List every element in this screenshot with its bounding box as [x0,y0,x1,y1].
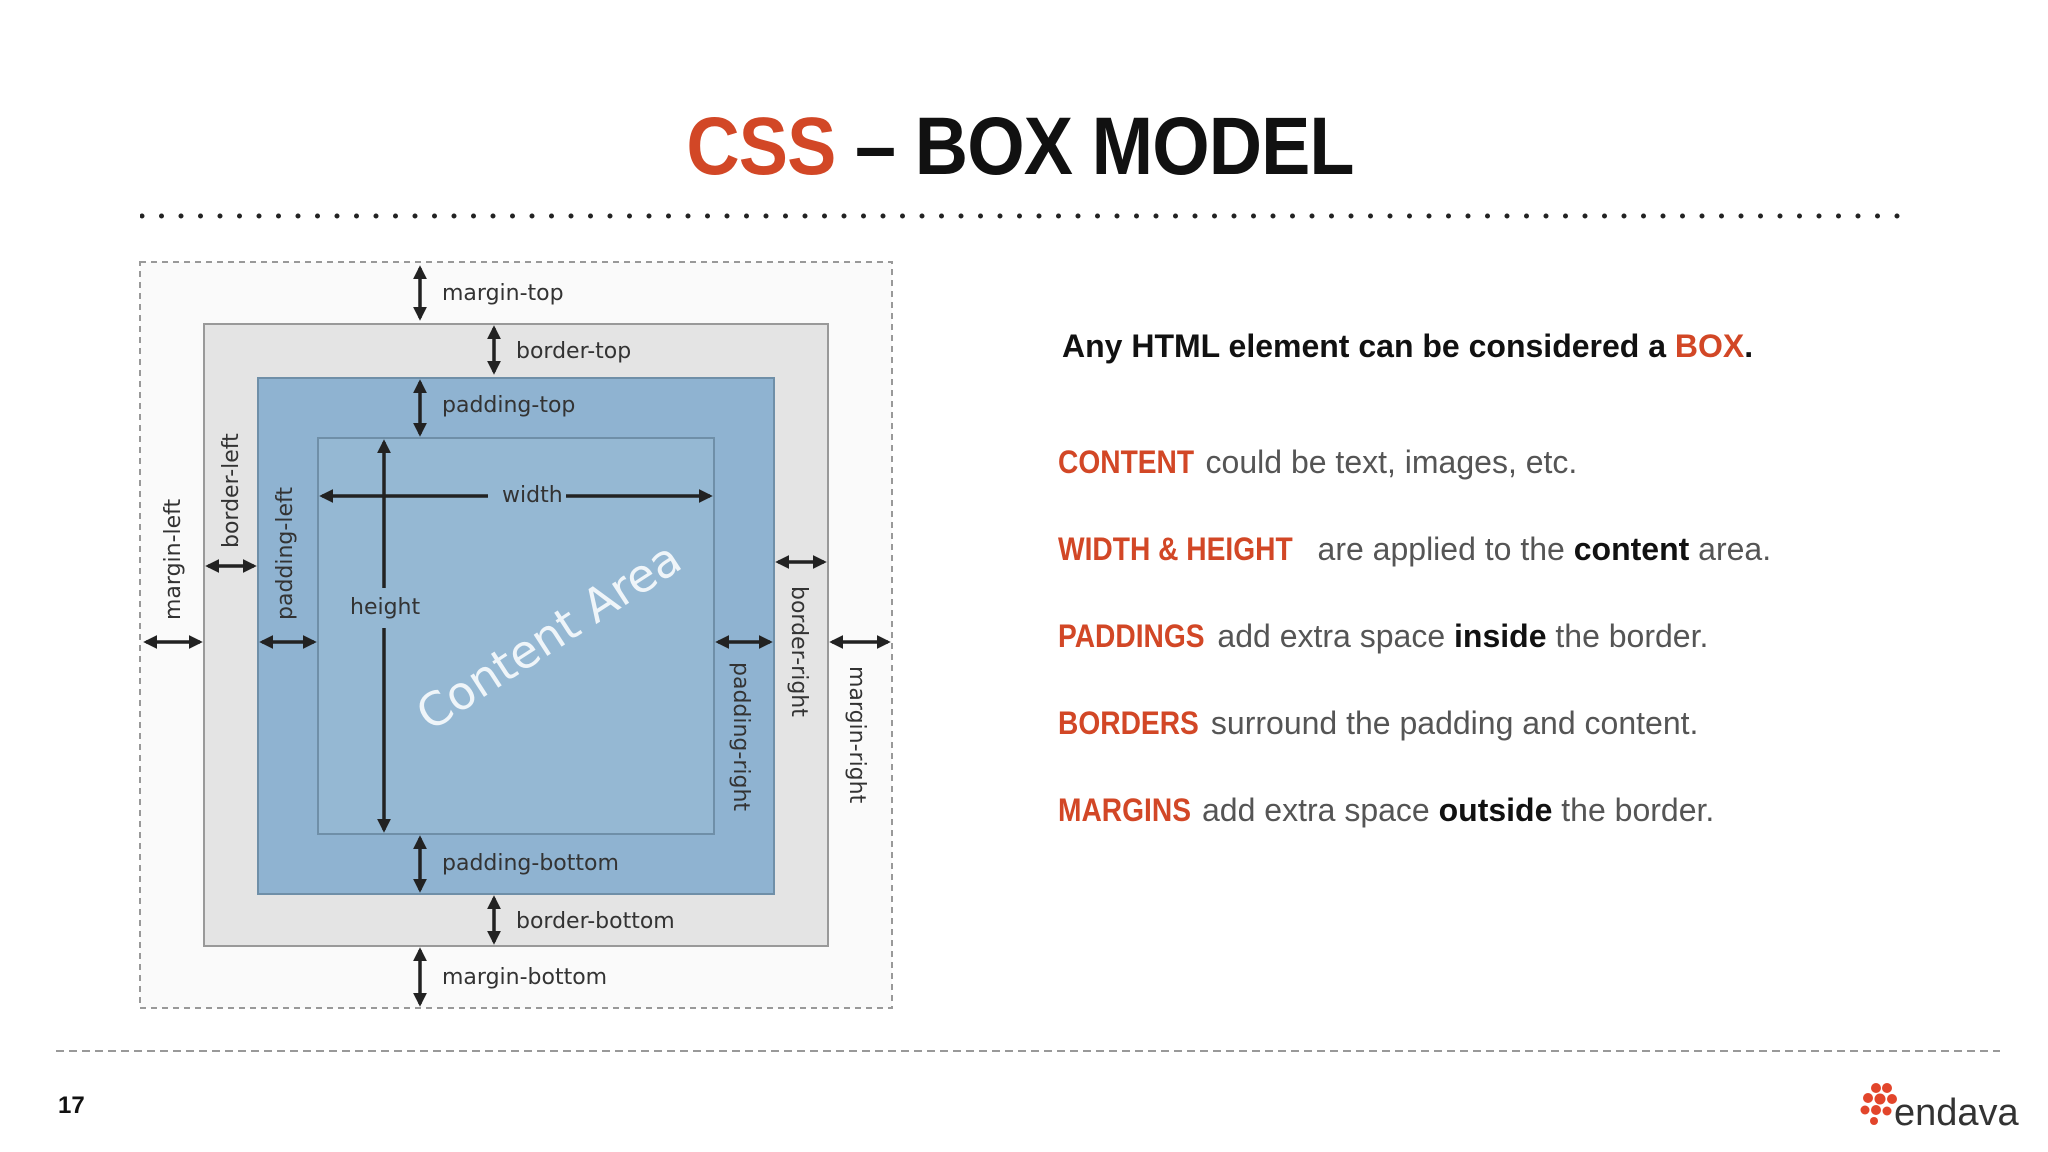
point-text: add extra space [1208,618,1455,654]
point-text: could be text, images, etc. [1196,444,1578,480]
point-borders: BORDERS surround the padding and content… [1058,705,1698,742]
label-padding-bottom: padding-bottom [442,851,619,876]
label-margin-bottom: margin-bottom [442,965,607,990]
label-padding-left: padding-left [273,487,298,620]
point-key: PADDINGS [1058,618,1205,654]
point-bold: inside [1454,618,1547,654]
point-width-height: WIDTH & HEIGHT are applied to the conten… [1058,531,1771,568]
label-margin-top: margin-top [442,281,564,306]
point-bold: content [1573,531,1690,567]
label-padding-right: padding-right [728,662,753,811]
point-bold: outside [1438,792,1553,828]
box-model-diagram: margin-top border-top padding-top width … [139,261,893,1009]
point-text: add extra space [1193,792,1439,828]
point-text: surround the padding and content. [1202,705,1699,741]
point-text: are applied to the [1308,531,1574,567]
point-end: the border. [1546,618,1709,654]
point-end: area. [1689,531,1772,567]
footer-divider [56,1050,2000,1052]
point-paddings: PADDINGS add extra space inside the bord… [1058,618,1708,655]
label-border-top: border-top [516,339,631,364]
label-height: height [350,595,420,620]
label-margin-right: margin-right [844,666,869,804]
point-key: WIDTH & HEIGHT [1058,531,1293,567]
point-content: CONTENT could be text, images, etc. [1058,444,1577,481]
label-padding-top: padding-top [442,393,575,418]
point-key: MARGINS [1058,792,1191,828]
label-width: width [502,483,563,508]
dotted-divider [140,213,1912,219]
endava-logo-text: endava [1894,1092,2019,1134]
point-key: CONTENT [1058,444,1195,480]
title-highlight: CSS [686,101,836,192]
label-margin-left: margin-left [161,498,186,620]
intro-statement: Any HTML element can be considered a BOX… [1062,328,1753,365]
intro-text: Any HTML element can be considered a [1062,328,1675,364]
point-key: BORDERS [1058,705,1199,741]
title-rest: – BOX MODEL [835,101,1354,192]
label-border-bottom: border-bottom [516,909,675,934]
intro-highlight: BOX [1674,328,1745,364]
label-border-right: border-right [786,586,811,717]
endava-logo-icon [1860,1083,1897,1125]
intro-end: . [1744,328,1754,364]
point-end: the border. [1552,792,1715,828]
slide-title: CSS – BOX MODEL [102,100,1938,194]
label-border-left: border-left [219,433,244,548]
page-number: 17 [58,1092,85,1119]
point-margins: MARGINS add extra space outside the bord… [1058,792,1714,829]
